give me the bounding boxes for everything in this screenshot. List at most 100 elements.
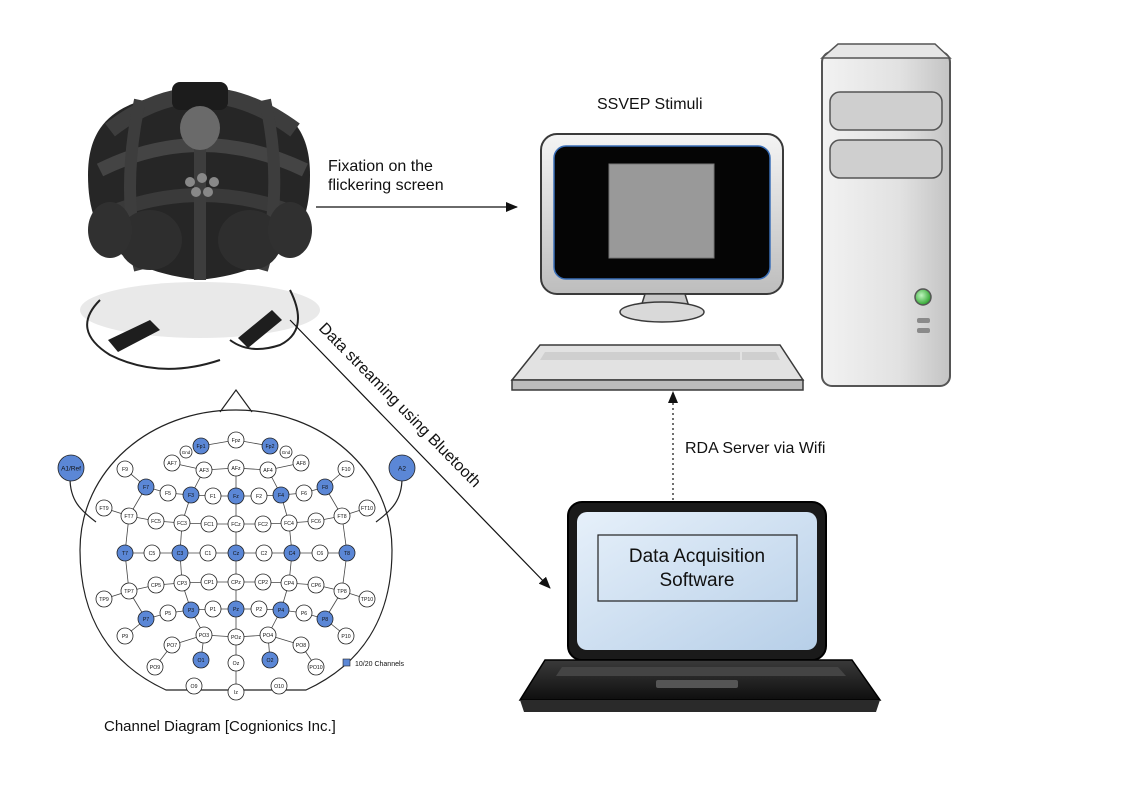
electrode-fc1: FC1 — [200, 515, 218, 533]
electrode-label: TP8 — [337, 589, 347, 595]
electrode-marker — [120, 507, 138, 525]
electrode-c3: C3 — [171, 544, 189, 562]
electrode-label: C4 — [289, 551, 296, 557]
electrode-af3: AF3 — [195, 461, 213, 479]
electrode-cp3: CP3 — [173, 574, 191, 592]
electrode-cp5: CP5 — [147, 576, 165, 594]
electrode-p10: P10 — [337, 627, 355, 645]
electrode-label: C1 — [205, 551, 212, 557]
electrode-marker — [192, 651, 210, 669]
electrode-label: CPz — [231, 580, 241, 586]
electrode-marker — [116, 460, 134, 478]
electrode-marker — [227, 459, 245, 477]
electrode-label: TP9 — [99, 597, 109, 603]
electrode-label: FT8 — [337, 514, 346, 520]
electrode-label: AF3 — [199, 468, 209, 474]
electrode-marker — [227, 544, 245, 562]
electrode-marker — [307, 512, 325, 530]
electrode-marker — [307, 576, 325, 594]
ear-label: A1/Ref — [61, 466, 81, 473]
fixation-label-line2: flickering screen — [328, 177, 444, 194]
electrode-marker — [159, 484, 177, 502]
monitor-image — [510, 133, 805, 391]
electrode-o9: O9 — [185, 677, 203, 695]
electrode-tp9: TP9 — [95, 590, 113, 608]
electrode-f5: F5 — [159, 484, 177, 502]
electrode-af7: AF7 — [163, 454, 181, 472]
electrode-label: PO7 — [167, 643, 177, 649]
ear-left-lead — [69, 477, 97, 523]
electrode-marker — [159, 604, 177, 622]
bluetooth-arrow — [289, 319, 551, 589]
electrode-p1: P1 — [204, 600, 222, 618]
electrode-po7: PO7 — [163, 636, 181, 654]
electrode-f1: F1 — [204, 487, 222, 505]
electrode-marker — [316, 478, 334, 496]
electrode-label: C3 — [177, 551, 184, 557]
electrode-marker — [163, 454, 181, 472]
electrode-marker — [182, 486, 200, 504]
electrode-marker — [272, 486, 290, 504]
electrode-label: P8 — [322, 617, 328, 623]
electrode-marker — [182, 601, 200, 619]
electrode-marker — [316, 610, 334, 628]
electrode-marker — [204, 600, 222, 618]
legend-swatch — [342, 658, 351, 667]
fixation-label-line1: Fixation on the — [328, 158, 433, 175]
channel-diagram-caption: Channel Diagram [Cognionics Inc.] — [104, 718, 336, 735]
ssvep-stimuli-label: SSVEP Stimuli — [597, 96, 703, 113]
electrode-label: Cz — [233, 551, 240, 557]
electrode-label: FT7 — [124, 514, 133, 520]
electrode-marker — [195, 626, 213, 644]
electrode-cz: Cz — [227, 544, 245, 562]
electrode-marker — [280, 574, 298, 592]
ear-label: A2 — [398, 466, 406, 473]
electrode-f2: F2 — [250, 487, 268, 505]
electrode-marker — [200, 573, 218, 591]
electrode-label: F8 — [322, 485, 328, 491]
electrode-label: FT10 — [361, 506, 373, 512]
electrode-label: AF7 — [167, 461, 177, 467]
electrode-label: FC2 — [258, 522, 268, 528]
electrode-po3: PO3 — [195, 626, 213, 644]
electrode-label: Fp1 — [197, 444, 206, 450]
electrode-t7: T7 — [116, 544, 134, 562]
electrode-marker — [250, 600, 268, 618]
electrode-fc4: FC4 — [280, 514, 298, 532]
electrode-c1: C1 — [199, 544, 217, 562]
electrode-c2: C2 — [255, 544, 273, 562]
electrode-o1: O1 — [192, 651, 210, 669]
electrode-marker — [204, 487, 222, 505]
electrode-marker — [259, 626, 277, 644]
electrode-fpz: Fpz — [227, 431, 245, 449]
electrode-label: FT9 — [99, 506, 108, 512]
electrode-afz: AFz — [227, 459, 245, 477]
electrode-marker — [179, 445, 193, 459]
software-box — [597, 534, 798, 602]
stimulus-square — [608, 163, 715, 259]
electrode-label: PO4 — [263, 633, 273, 639]
electrode-marker — [227, 683, 245, 701]
electrode-label: O10 — [274, 684, 284, 690]
electrode-pz: Pz — [227, 600, 245, 618]
electrode-marker — [333, 507, 351, 525]
legend-label: 10/20 Channels — [355, 661, 405, 668]
electrode-marker — [270, 677, 288, 695]
electrode-gnd: Gnd — [279, 445, 293, 459]
electrode-label: Fp2 — [266, 444, 275, 450]
electrode-f10: F10 — [337, 460, 355, 478]
electrode-tp8: TP8 — [333, 582, 351, 600]
electrode-label: P3 — [188, 608, 194, 614]
electrode-marker — [259, 461, 277, 479]
electrode-fp2: Fp2 — [261, 437, 279, 455]
electrode-label: FC3 — [177, 521, 187, 527]
ear-reference-a1: A1/Ref — [57, 454, 85, 482]
electrode-marker — [173, 514, 191, 532]
electrode-label: CP2 — [258, 580, 268, 586]
head-outline — [79, 409, 393, 691]
electrode-label: T7 — [122, 551, 128, 557]
rda-server-label: RDA Server via Wifi — [685, 440, 825, 457]
electrode-c5: C5 — [143, 544, 161, 562]
power-led-icon — [914, 288, 932, 306]
electrode-marker — [192, 437, 210, 455]
